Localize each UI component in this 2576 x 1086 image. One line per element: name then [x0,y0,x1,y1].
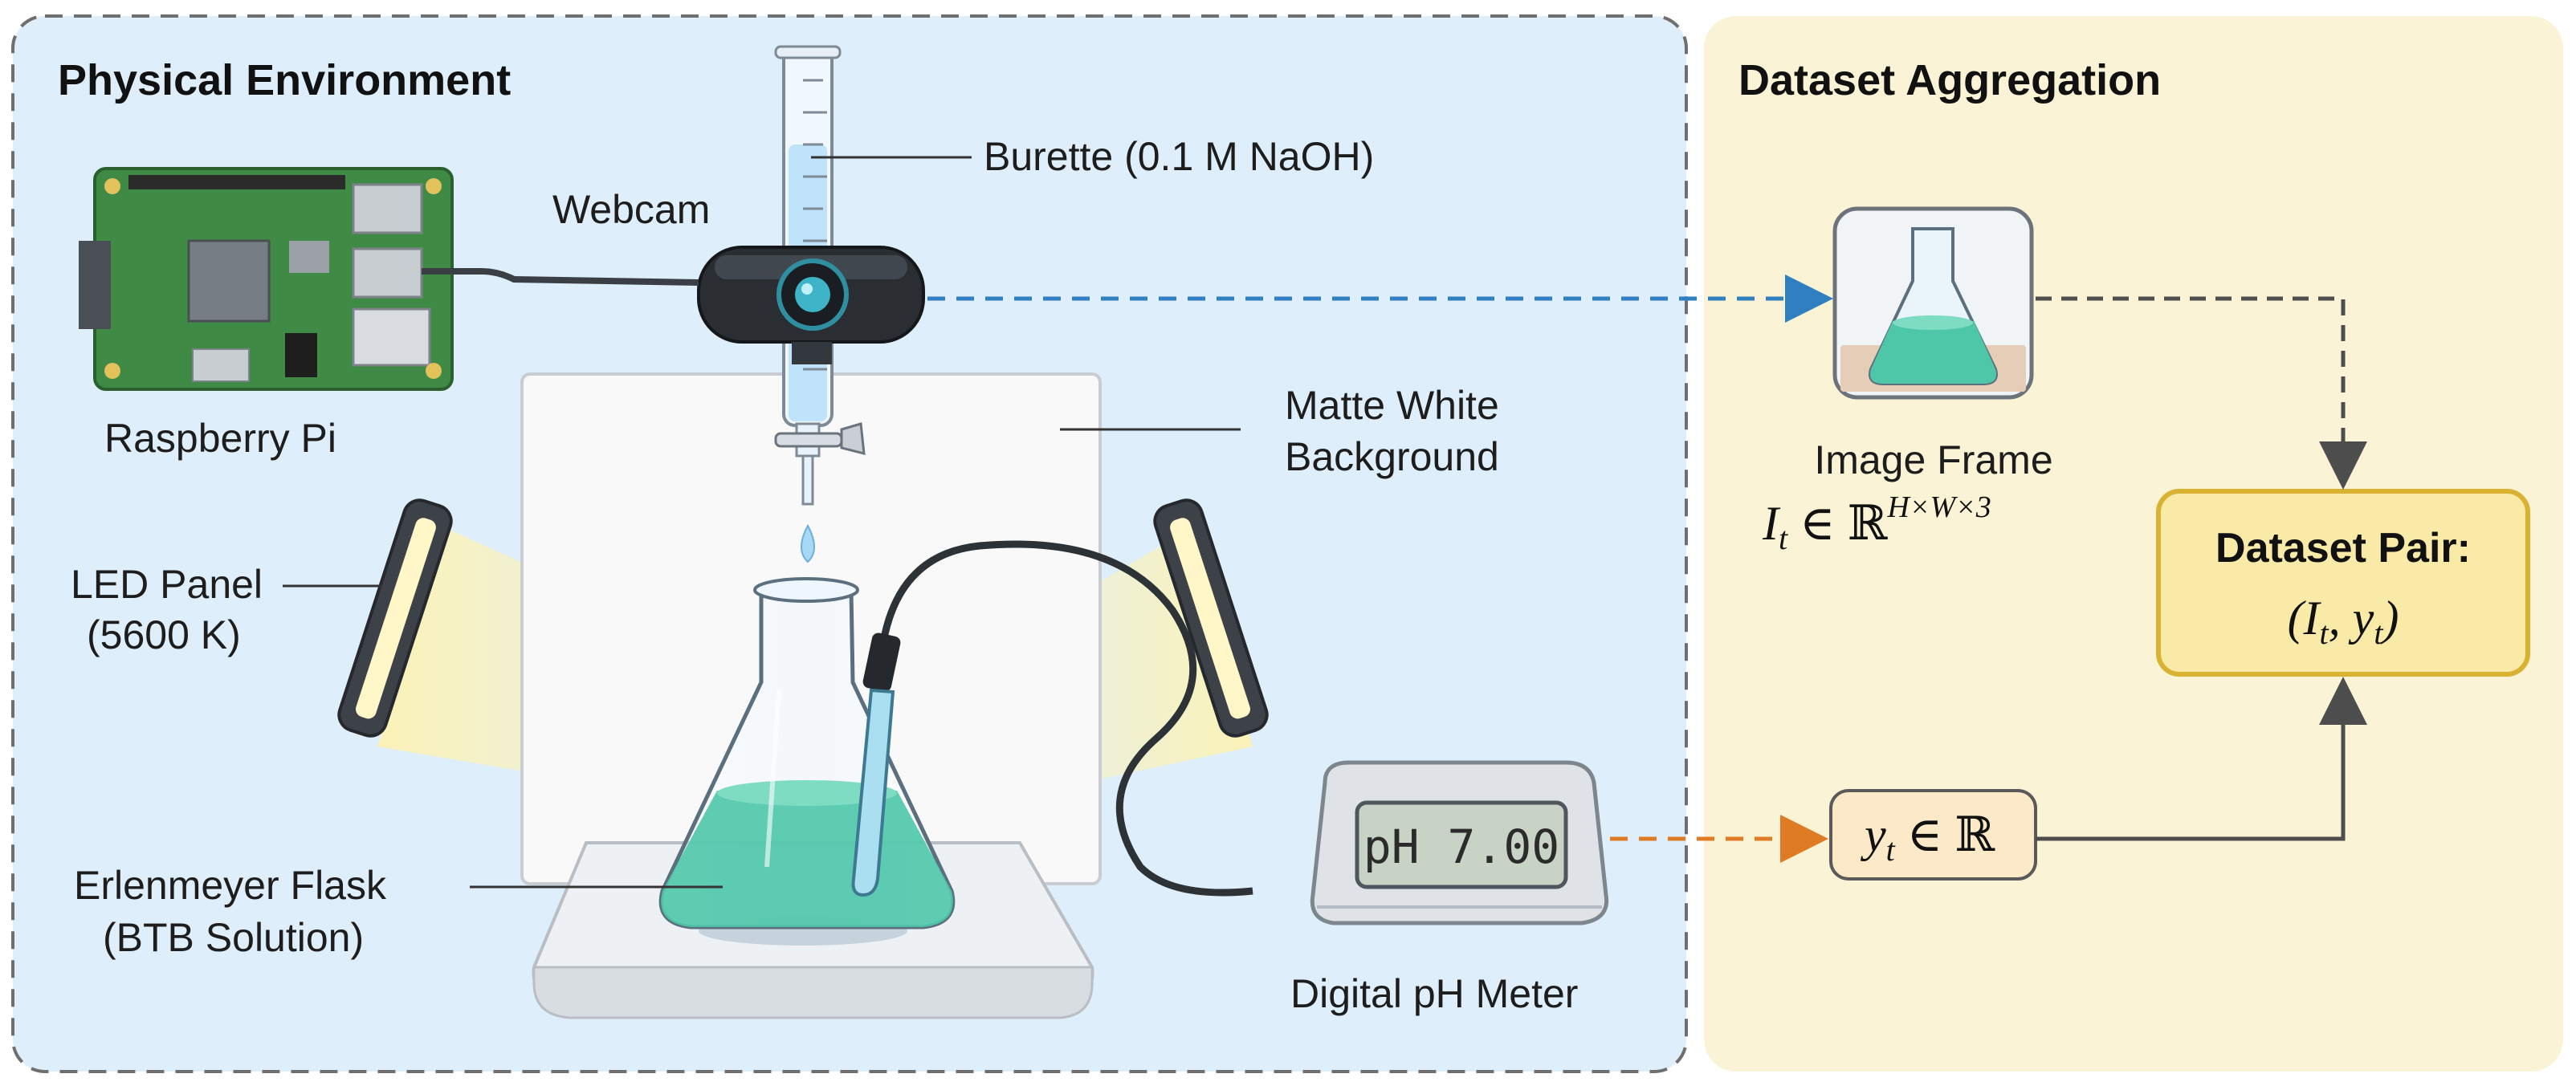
image-frame-math: It ∈ ℝH×W×3 [1762,490,1991,556]
burette-drop [801,523,815,563]
label-var: y [1860,808,1886,861]
ph-meter-display: pH 7.00 [1363,820,1559,874]
flask-label-line1: Erlenmeyer Flask [74,863,387,908]
usb-cable [422,268,699,286]
pair-mid: , y [2329,592,2374,645]
image-frame-thumbnail [1832,206,2034,400]
ph-meter-label: Digital pH Meter [1290,971,1578,1016]
image-frame-label: Image Frame [1814,437,2052,482]
image-frame-var: I [1762,497,1781,550]
pair-close: ) [2380,592,2399,645]
stir-plate-edge [532,966,1094,1019]
image-frame-subscript: t [1779,520,1788,556]
background-label-line2: Background [1285,434,1499,479]
dataset-pair-box [2156,489,2530,677]
flask-label-line2: (BTB Solution) [103,915,364,960]
pair-sub1: t [2320,615,2329,651]
dataset-pair-title: Dataset Pair: [2215,525,2471,571]
ph-probe [851,540,1253,897]
dataset-panel-title: Dataset Aggregation [1738,56,2161,104]
pair-sub2: t [2374,615,2383,651]
physical-panel-title: Physical Environment [58,56,511,104]
label-to-pair-arrow [2036,677,2367,841]
label-value-box [1829,789,2037,881]
image-to-pair-arrow [2036,296,2367,490]
led-panel-left [337,498,453,738]
pair-open: (I [2288,592,2322,645]
raspberry-pi-board [79,167,454,391]
raspberry-pi-label: Raspberry Pi [104,416,336,461]
webcam [697,246,925,364]
image-frame-set: ∈ ℝ [1787,497,1888,550]
digital-ph-meter [1310,760,1609,925]
label-value-math: yt ∈ ℝ [1860,808,1995,868]
label-set: ∈ ℝ [1895,808,1995,861]
webcam-label: Webcam [552,187,710,232]
background-label-line1: Matte White [1285,383,1499,428]
dataset-pair-math: (It, yt) [2288,592,2399,651]
burette-label: Burette (0.1 M NaOH) [984,134,1374,179]
image-frame-superscript: H×W×3 [1886,490,1991,524]
led-label-line2: (5600 K) [87,612,241,657]
led-panel-right [1153,498,1269,738]
label-subscript: t [1886,832,1896,868]
led-label-line1: LED Panel [71,562,263,607]
